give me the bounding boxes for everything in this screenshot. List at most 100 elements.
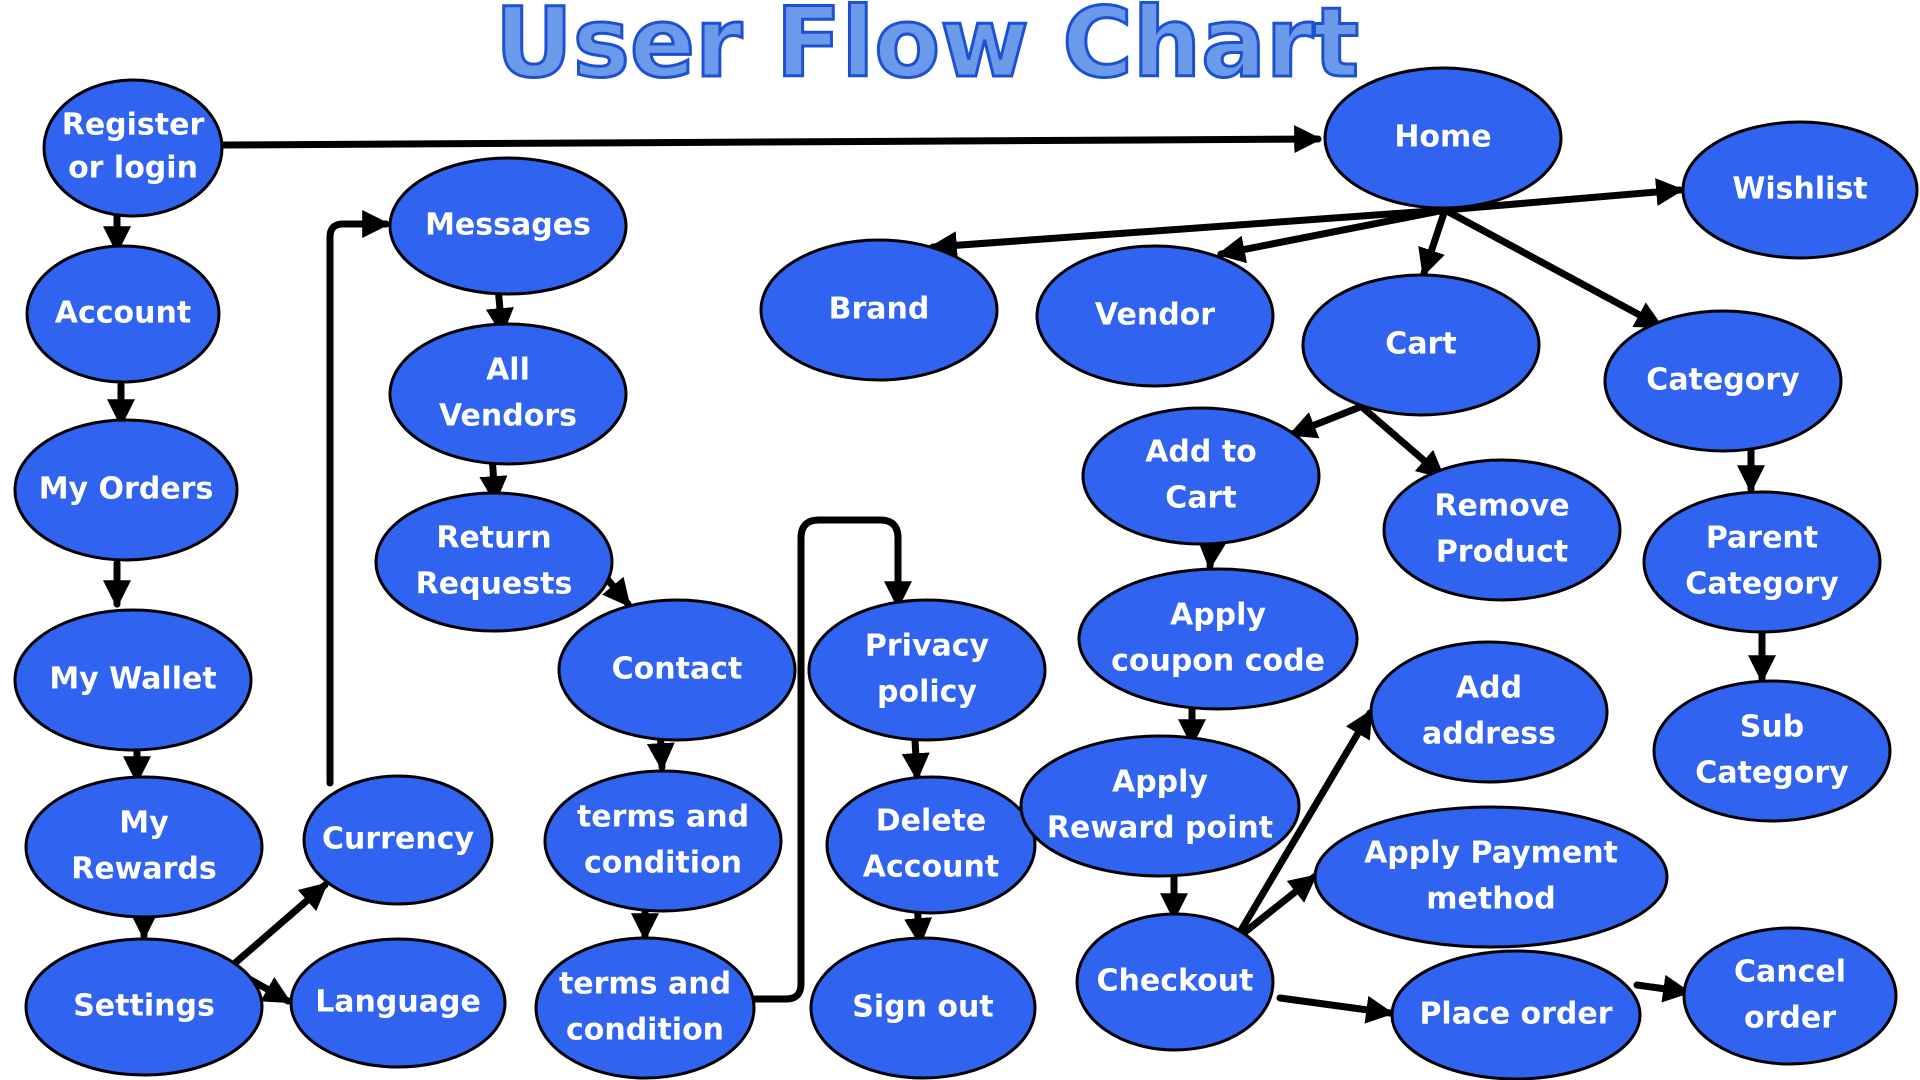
node-language-label: Language — [315, 985, 481, 1020]
node-my-rewards-line-1: My — [119, 806, 169, 841]
node-delete-account[interactable]: Delete Account — [825, 775, 1037, 915]
node-parent-category-line-1: Parent — [1706, 521, 1818, 556]
node-remove-product-line-1: Remove — [1434, 489, 1569, 524]
node-my-orders[interactable]: My Orders — [13, 418, 239, 562]
node-apply-reward[interactable]: Apply Reward point — [1019, 734, 1301, 878]
node-sign-out[interactable]: Sign out — [809, 936, 1037, 1080]
node-return-requests[interactable]: Return Requests — [374, 491, 614, 633]
node-apply-reward-line-1: Apply — [1112, 765, 1208, 800]
node-sub-category-line-2: Category — [1695, 756, 1849, 791]
node-home-label: Home — [1394, 120, 1491, 155]
node-apply-payment-line-1: Apply Payment — [1364, 836, 1618, 871]
node-my-rewards-line-2: Rewards — [71, 852, 217, 887]
node-cancel-order[interactable]: Cancel order — [1682, 926, 1898, 1066]
edge-home-brand — [928, 206, 1449, 260]
node-parent-category[interactable]: Parent Category — [1642, 490, 1882, 634]
node-my-rewards[interactable]: My Rewards — [24, 775, 264, 919]
nodes-layer: Register or login Home Wishlist Account … — [13, 66, 1919, 1080]
node-my-wallet[interactable]: My Wallet — [13, 608, 253, 752]
node-currency[interactable]: Currency — [302, 774, 494, 906]
node-privacy-policy-line-2: policy — [877, 675, 977, 710]
node-apply-reward-line-2: Reward point — [1047, 811, 1273, 846]
node-my-orders-label: My Orders — [39, 472, 214, 507]
node-vendor[interactable]: Vendor — [1035, 244, 1275, 388]
node-apply-coupon[interactable]: Apply coupon code — [1077, 567, 1359, 711]
edge-settings-currency — [223, 881, 329, 974]
edge-register-home — [218, 125, 1323, 154]
node-return-requests-line-2: Requests — [416, 567, 573, 602]
node-category-label: Category — [1646, 363, 1800, 398]
node-sub-category-line-1: Sub — [1740, 710, 1804, 745]
node-place-order-label: Place order — [1419, 997, 1612, 1032]
edge-home-category — [1441, 206, 1664, 330]
node-remove-product-line-2: Product — [1436, 535, 1568, 570]
node-messages[interactable]: Messages — [388, 156, 628, 296]
node-sub-category[interactable]: Sub Category — [1652, 679, 1892, 823]
node-terms2-line-1: terms and — [559, 967, 731, 1002]
node-terms1[interactable]: terms and condition — [543, 769, 783, 913]
node-account-label: Account — [55, 296, 191, 331]
node-privacy-policy[interactable]: Privacy policy — [807, 598, 1047, 742]
node-terms1-line-2: condition — [584, 846, 742, 881]
node-cancel-order-line-2: order — [1744, 1001, 1836, 1036]
node-account[interactable]: Account — [25, 244, 221, 384]
diagram-title: User Flow Chart — [495, 0, 1359, 99]
node-my-wallet-label: My Wallet — [49, 662, 216, 697]
node-cart-label: Cart — [1385, 327, 1456, 362]
edge-add-to-cart-apply-coupon — [1198, 539, 1227, 571]
edge-cart-remove-product — [1358, 403, 1446, 480]
node-add-address-line-2: address — [1422, 717, 1556, 752]
node-apply-payment[interactable]: Apply Payment method — [1313, 805, 1669, 949]
node-brand-label: Brand — [829, 292, 930, 327]
node-wishlist-label: Wishlist — [1732, 172, 1867, 207]
node-apply-coupon-line-1: Apply — [1170, 598, 1266, 633]
node-terms2[interactable]: terms and condition — [534, 936, 756, 1080]
node-home[interactable]: Home — [1323, 66, 1563, 210]
edge-home-vendor — [1216, 206, 1449, 264]
node-checkout[interactable]: Checkout — [1075, 912, 1275, 1052]
node-contact-label: Contact — [612, 652, 743, 687]
node-delete-account-line-2: Account — [863, 850, 999, 885]
node-register[interactable]: Register or login — [42, 78, 224, 218]
node-register-line-2: or login — [68, 151, 198, 186]
edge-privacy-policy-delete-account — [901, 736, 930, 782]
node-terms1-line-1: terms and — [577, 800, 749, 835]
node-currency-label: Currency — [322, 822, 474, 857]
node-delete-account-line-1: Delete — [876, 804, 987, 839]
node-all-vendors-line-2: Vendors — [439, 399, 577, 434]
node-all-vendors-line-1: All — [486, 353, 530, 388]
node-settings[interactable]: Settings — [24, 937, 264, 1077]
node-all-vendors[interactable]: All Vendors — [388, 322, 628, 466]
node-cart[interactable]: Cart — [1301, 273, 1541, 417]
node-privacy-policy-line-1: Privacy — [865, 629, 990, 664]
node-add-to-cart-line-2: Cart — [1165, 481, 1236, 516]
node-brand[interactable]: Brand — [759, 238, 999, 382]
node-return-requests-line-1: Return — [436, 521, 551, 556]
edge-cart-add-to-cart — [1288, 403, 1364, 439]
edge-home-cart — [1418, 206, 1449, 277]
edge-currency-messages — [326, 210, 391, 787]
edge-checkout-place-order — [1276, 994, 1395, 1024]
node-place-order[interactable]: Place order — [1390, 949, 1642, 1080]
edge-place-order-cancel-order — [1633, 974, 1692, 1003]
node-add-to-cart-line-1: Add to — [1145, 435, 1257, 470]
node-category[interactable]: Category — [1603, 309, 1843, 453]
edge-checkout-add-address — [1236, 709, 1374, 936]
node-cancel-order-line-1: Cancel — [1734, 955, 1846, 990]
node-parent-category-line-2: Category — [1685, 567, 1839, 602]
edge-checkout-apply-payment — [1241, 873, 1318, 936]
node-terms2-line-2: condition — [566, 1013, 724, 1048]
edge-return-requests-contact — [602, 576, 632, 608]
edge-home-wishlist — [1441, 178, 1685, 214]
node-add-address[interactable]: Add address — [1369, 640, 1609, 784]
node-remove-product[interactable]: Remove Product — [1382, 458, 1622, 602]
node-language[interactable]: Language — [289, 937, 507, 1069]
node-settings-label: Settings — [73, 989, 215, 1024]
node-sign-out-label: Sign out — [852, 990, 993, 1025]
node-messages-label: Messages — [425, 208, 591, 243]
node-add-address-line-1: Add — [1456, 671, 1522, 706]
node-vendor-label: Vendor — [1095, 298, 1215, 333]
node-add-to-cart[interactable]: Add to Cart — [1081, 406, 1321, 546]
node-contact[interactable]: Contact — [557, 598, 797, 742]
node-wishlist[interactable]: Wishlist — [1681, 120, 1919, 260]
